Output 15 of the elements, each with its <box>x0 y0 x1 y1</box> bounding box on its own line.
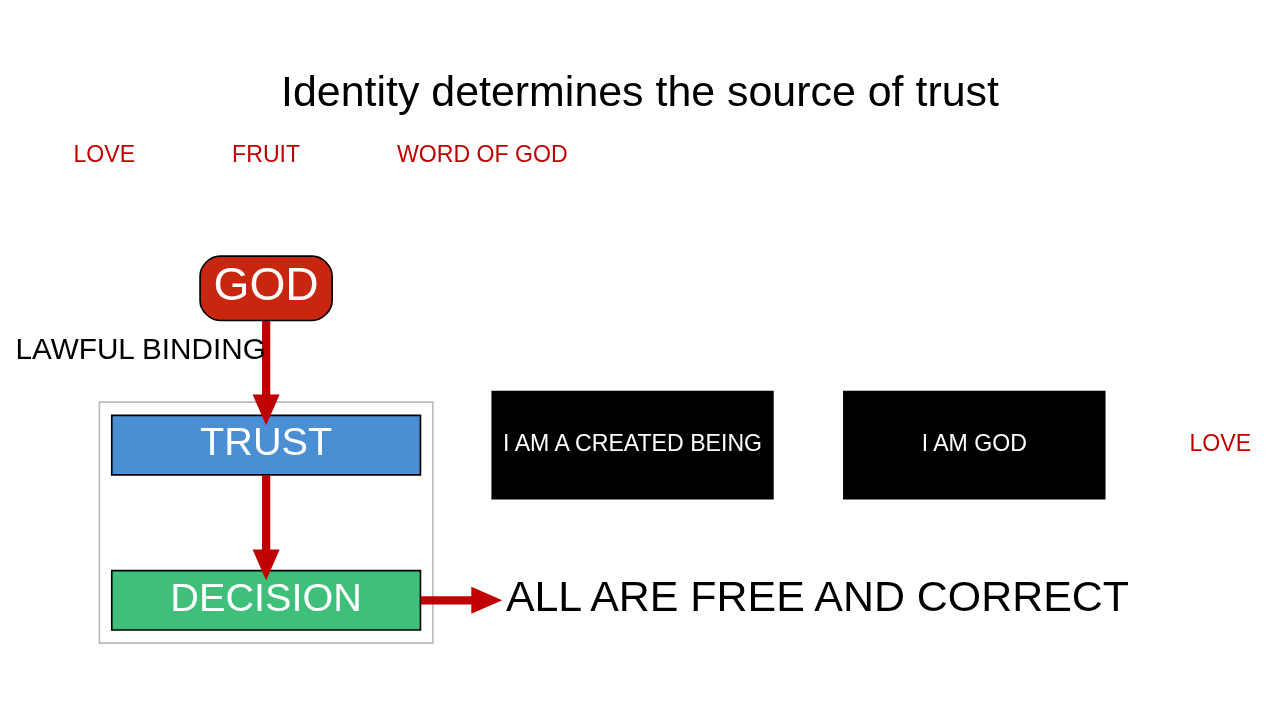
label: WORD OF GOD <box>396 140 568 166</box>
label: LOVE <box>1189 429 1252 456</box>
diagram-title: Identity determines the source of trust <box>281 66 999 115</box>
label: LOVE <box>73 140 136 166</box>
node-box: I AM GOD <box>843 390 1106 500</box>
cluster <box>98 400 434 644</box>
arrow <box>420 586 503 614</box>
node-box: TRUST <box>110 414 422 476</box>
node-box: DECISION <box>110 569 422 631</box>
node-box: GOD <box>199 254 333 321</box>
arrow <box>252 320 280 425</box>
node-text: ALL ARE FREE AND CORRECT <box>505 571 1129 620</box>
arrow <box>252 474 280 580</box>
node-box: I AM A CREATED BEING <box>491 390 774 500</box>
label: FRUIT <box>232 140 301 166</box>
